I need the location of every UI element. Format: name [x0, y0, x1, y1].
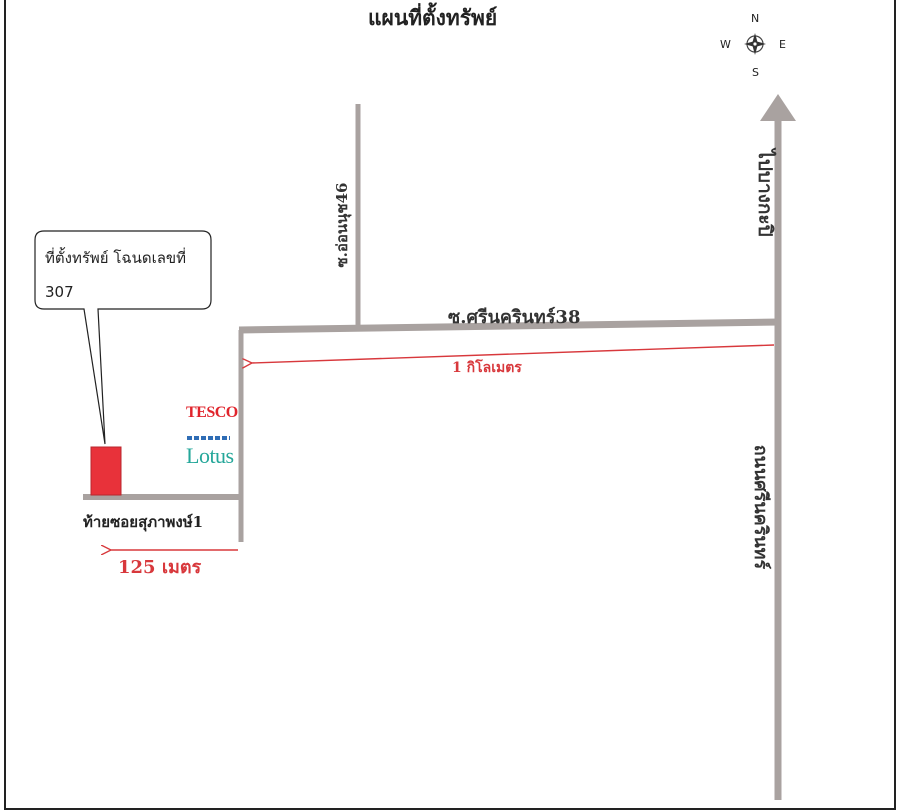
label-to-bangkapi: ไปบางกะปิ	[754, 149, 776, 237]
compass-north: N	[751, 12, 760, 25]
label-distance-1km: 1 กิโลเมตร	[452, 360, 522, 376]
tesco-logo: TESCO	[186, 404, 238, 421]
callout-bubble	[34, 230, 212, 445]
distance-arrow-1km	[251, 344, 775, 363]
label-soi-srinakarin-38: ซ.ศรีนครินทร์38	[448, 307, 581, 328]
compass-west: W	[720, 38, 731, 51]
road-soi-srinakarin-38	[238, 318, 781, 334]
label-thanon-srinakarin: ถนนศรีนครินทร์	[750, 444, 771, 570]
label-soi-on-nut-46: ซ.อ่อนนุช46	[333, 182, 351, 268]
map-title: แผนที่ตั้งทรัพย์	[368, 5, 498, 30]
property-marker	[90, 446, 122, 496]
compass-east: E	[779, 38, 786, 51]
callout-line-1: ที่ตั้งทรัพย์ โฉนดเลขที่	[45, 249, 187, 267]
lotus-logo: Lotus	[186, 443, 234, 468]
compass-icon	[744, 33, 766, 55]
label-distance-125m: 125 เมตร	[118, 557, 202, 578]
compass-south: S	[752, 66, 759, 79]
north-arrow-head	[760, 94, 796, 121]
callout-line-2: 307	[45, 283, 74, 301]
label-end-of-soi: ท้ายซอยสุภาพงษ์1	[83, 513, 204, 531]
